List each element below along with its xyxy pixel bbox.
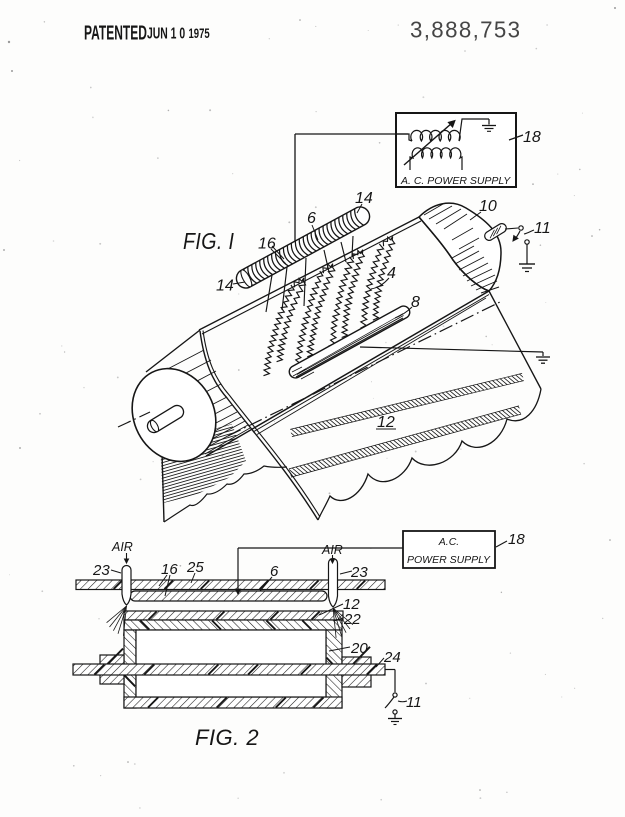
svg-text:23: 23 [350,564,368,581]
svg-text:12: 12 [343,596,360,613]
svg-text:A. C. POWER SUPPLY: A. C. POWER SUPPLY [400,175,511,187]
svg-text:18: 18 [523,129,541,146]
svg-text:6: 6 [270,563,279,580]
svg-text:12: 12 [377,414,395,431]
svg-text:POWER SUPPLY: POWER SUPPLY [407,554,491,566]
svg-text:1975: 1975 [189,25,210,41]
svg-text:16: 16 [258,236,276,253]
svg-text:24: 24 [383,649,401,666]
svg-text:10: 10 [479,198,497,215]
svg-text:PATENTED: PATENTED [84,23,147,45]
svg-text:6: 6 [307,210,316,227]
svg-text:11: 11 [406,694,422,711]
svg-text:3,888,753: 3,888,753 [410,16,521,42]
svg-text:20: 20 [350,640,368,657]
svg-text:AIR: AIR [111,540,133,554]
svg-text:18: 18 [508,531,525,548]
svg-text:4: 4 [387,265,396,282]
svg-text:FIG. 2: FIG. 2 [195,725,259,750]
svg-text:11: 11 [534,220,551,237]
svg-text:16: 16 [161,561,178,578]
svg-text:22: 22 [343,611,361,628]
svg-text:23: 23 [92,562,110,579]
svg-text:25: 25 [186,559,204,576]
svg-text:14: 14 [355,190,373,207]
svg-text:14: 14 [216,278,234,295]
svg-text:A.C.: A.C. [438,536,459,548]
svg-text:AIR: AIR [321,543,343,557]
svg-text:FIG. I: FIG. I [183,229,234,255]
svg-text:8: 8 [411,294,420,311]
svg-text:JUN 1 0: JUN 1 0 [147,24,185,42]
